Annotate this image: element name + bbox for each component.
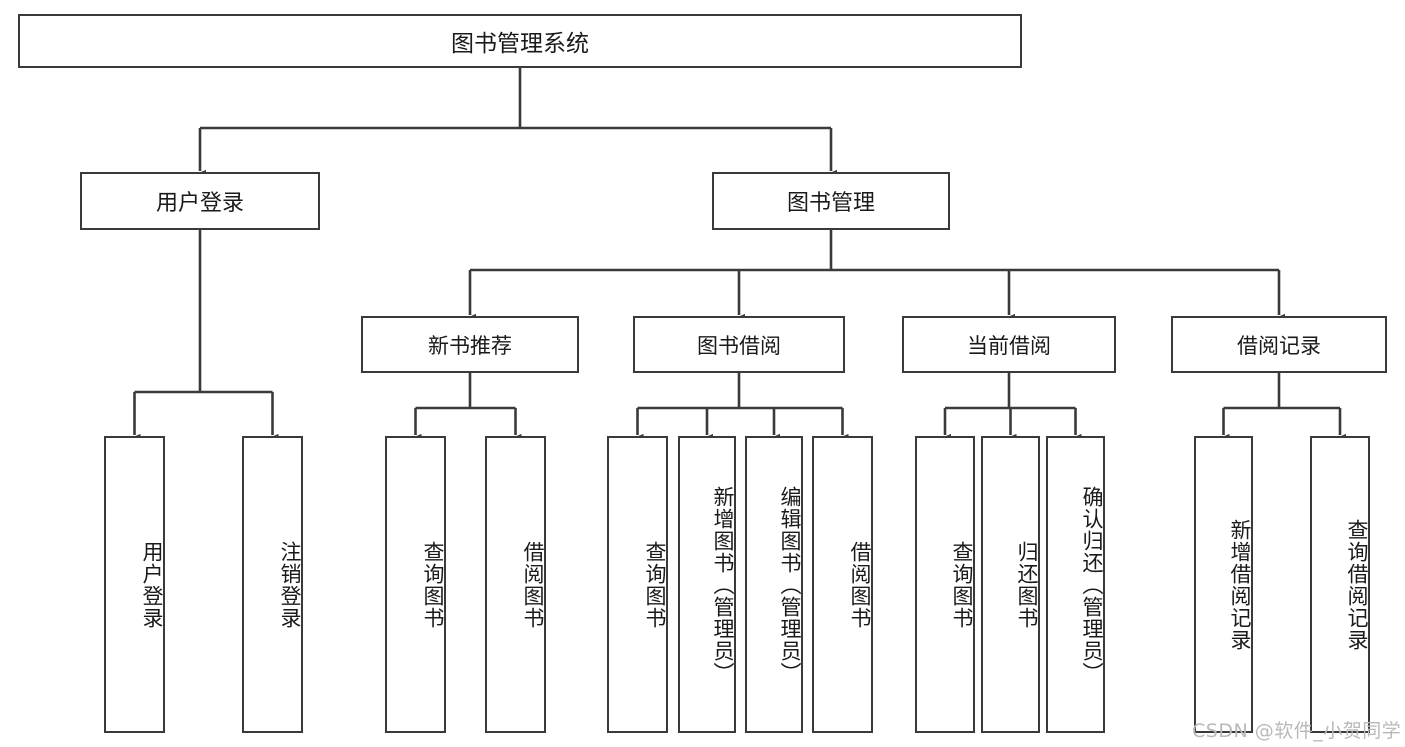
node-label: 查询图书: [950, 540, 974, 629]
leaf-node-5[interactable]: 新增图书（管理员）: [678, 436, 736, 733]
node-label: 新增借阅记录: [1228, 518, 1252, 651]
leaf-node-8[interactable]: 查询图书: [915, 436, 975, 733]
node-label: 用户登录: [140, 540, 164, 629]
node-label: 查询借阅记录: [1345, 518, 1369, 651]
level2-node-2[interactable]: 当前借阅: [902, 316, 1116, 373]
node-label: 用户登录: [155, 191, 244, 216]
node-label: 确认归还（管理员）: [1080, 485, 1104, 684]
leaf-node-7[interactable]: 借阅图书: [812, 436, 873, 733]
leaf-node-3[interactable]: 借阅图书: [485, 436, 546, 733]
level2-node-3[interactable]: 借阅记录: [1171, 316, 1387, 373]
leaf-node-0[interactable]: 用户登录: [104, 436, 165, 733]
node-label: 新书推荐: [428, 333, 512, 358]
level1-node-0[interactable]: 用户登录: [80, 172, 320, 230]
leaf-node-6[interactable]: 编辑图书（管理员）: [745, 436, 803, 733]
node-label: 借阅记录: [1237, 333, 1321, 358]
leaf-node-12[interactable]: 查询借阅记录: [1310, 436, 1370, 733]
leaf-node-11[interactable]: 新增借阅记录: [1194, 436, 1253, 733]
node-label: 借阅图书: [521, 540, 545, 629]
node-label: 图书管理系统: [451, 31, 589, 57]
node-label: 编辑图书（管理员）: [778, 485, 802, 684]
leaf-node-9[interactable]: 归还图书: [981, 436, 1040, 733]
node-label: 新增图书（管理员）: [711, 485, 735, 684]
node-label: 查询图书: [421, 540, 445, 629]
level1-node-1[interactable]: 图书管理: [712, 172, 950, 230]
node-label: 图书借阅: [697, 333, 781, 358]
leaf-node-1[interactable]: 注销登录: [242, 436, 303, 733]
node-label: 图书管理: [786, 191, 875, 216]
node-label: 借阅图书: [848, 540, 872, 629]
node-label: 查询图书: [643, 540, 667, 629]
node-label: 注销登录: [278, 540, 302, 629]
leaf-node-2[interactable]: 查询图书: [385, 436, 446, 733]
leaf-node-4[interactable]: 查询图书: [607, 436, 668, 733]
node-label: 归还图书: [1015, 540, 1039, 629]
level2-node-0[interactable]: 新书推荐: [361, 316, 579, 373]
node-label: 当前借阅: [967, 333, 1051, 358]
leaf-node-10[interactable]: 确认归还（管理员）: [1046, 436, 1105, 733]
level2-node-1[interactable]: 图书借阅: [633, 316, 845, 373]
root-node-0[interactable]: 图书管理系统: [18, 14, 1022, 68]
